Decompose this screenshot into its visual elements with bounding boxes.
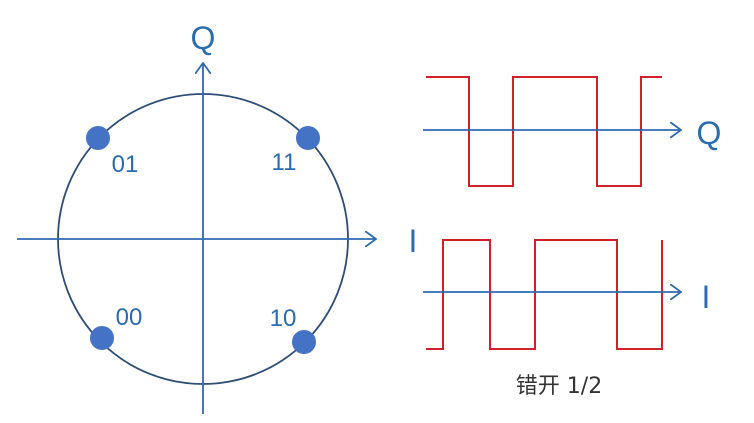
i-waveform	[426, 239, 663, 350]
point-label-01: 01	[112, 151, 139, 178]
q-waveform-label: Q	[697, 115, 722, 151]
q-waveform-panel: Q	[423, 76, 722, 187]
point-label-11: 11	[272, 149, 297, 176]
constellation-diagram: Q I 01 11 00 10	[17, 20, 417, 414]
point-label-10: 10	[270, 305, 297, 332]
q-waveform	[426, 76, 662, 187]
constellation-point-00	[90, 326, 114, 350]
i-waveform-label: I	[702, 279, 711, 315]
q-axis-label: Q	[191, 20, 216, 56]
point-label-00: 00	[116, 304, 143, 331]
offset-caption: 错开 1/2	[516, 374, 602, 399]
i-axis-label: I	[409, 223, 418, 259]
constellation-point-01	[86, 126, 110, 150]
i-waveform-panel: I	[423, 239, 711, 350]
constellation-point-10	[292, 330, 316, 354]
constellation-point-11	[296, 126, 320, 150]
